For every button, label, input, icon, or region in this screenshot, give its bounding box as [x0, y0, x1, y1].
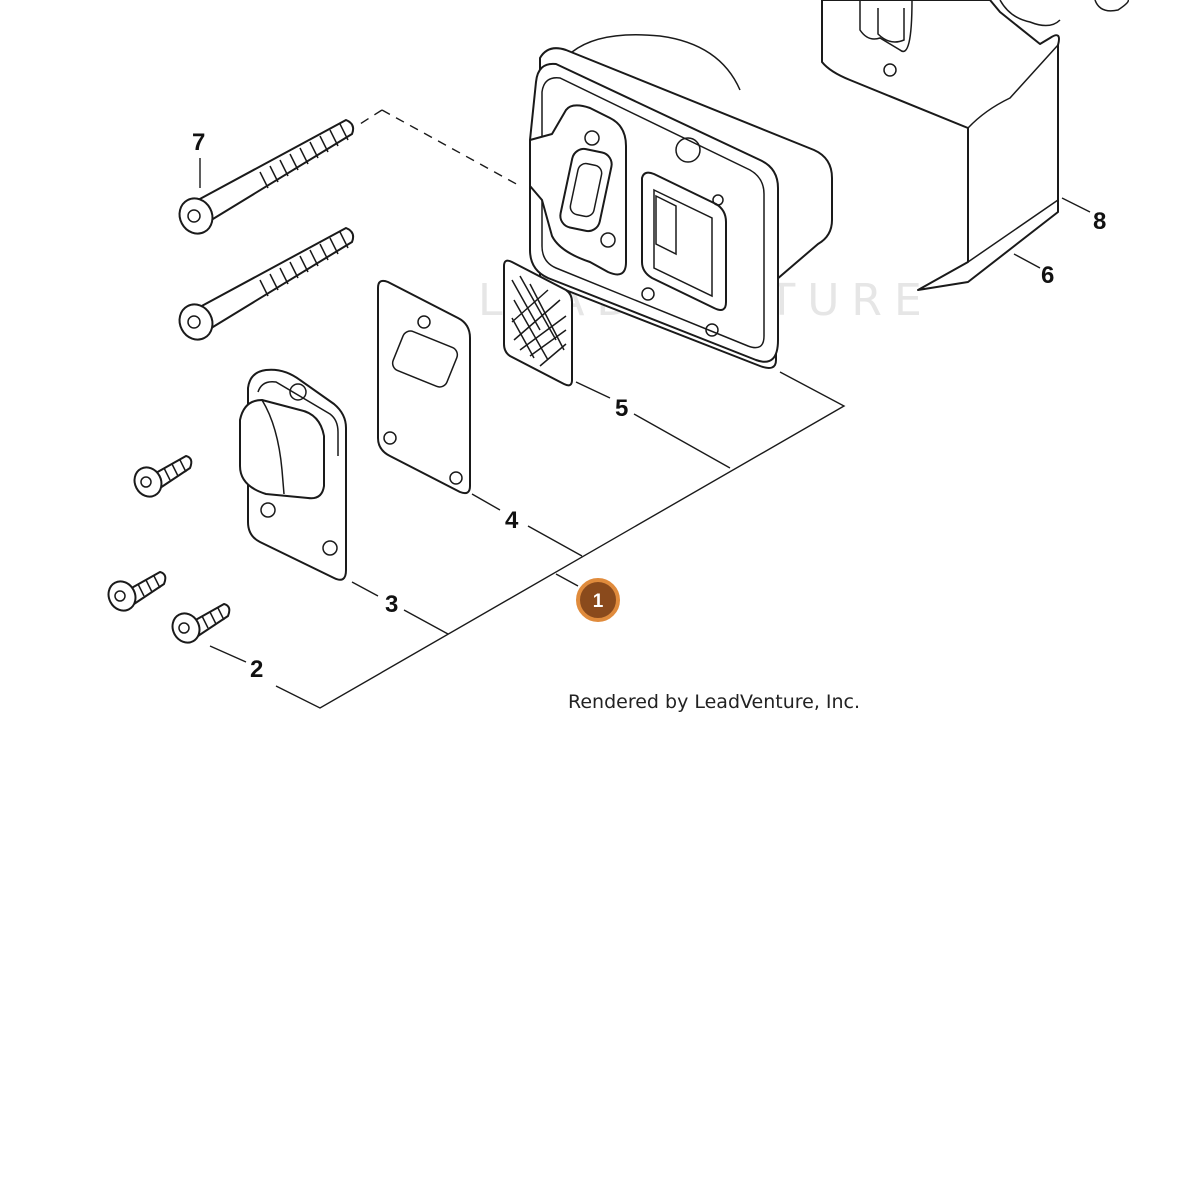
callout-7[interactable]: 7 [192, 129, 205, 156]
assembly-badge-circle [576, 578, 620, 622]
credit-text: Rendered by LeadVenture, Inc. [568, 691, 860, 713]
callout-3[interactable]: 3 [385, 591, 398, 618]
spark-arrestor-screen-part[interactable] [503, 259, 573, 387]
callout-5[interactable]: 5 [615, 395, 628, 422]
exhaust-deflector-part[interactable] [239, 368, 347, 581]
long-bolt-upper-part[interactable] [173, 119, 355, 239]
short-screw-1-part[interactable] [129, 455, 193, 501]
short-screw-2-part[interactable] [103, 571, 167, 615]
alignment-dashed-line [359, 109, 521, 187]
gasket-part[interactable] [377, 279, 471, 495]
assembly-badge-number: 1 [593, 591, 604, 612]
heat-shield-part[interactable] [821, 0, 1130, 291]
long-bolt-lower-part[interactable] [173, 227, 355, 345]
callout-2[interactable]: 2 [250, 656, 263, 683]
callout-6[interactable]: 6 [1041, 262, 1054, 289]
callout-8[interactable]: 8 [1093, 208, 1106, 235]
leader-lines [199, 158, 1091, 709]
assembly-badge[interactable]: 1 [576, 578, 620, 622]
short-screw-3-part[interactable] [167, 603, 231, 647]
muffler-body-part[interactable] [529, 33, 833, 369]
callout-4[interactable]: 4 [505, 507, 519, 534]
